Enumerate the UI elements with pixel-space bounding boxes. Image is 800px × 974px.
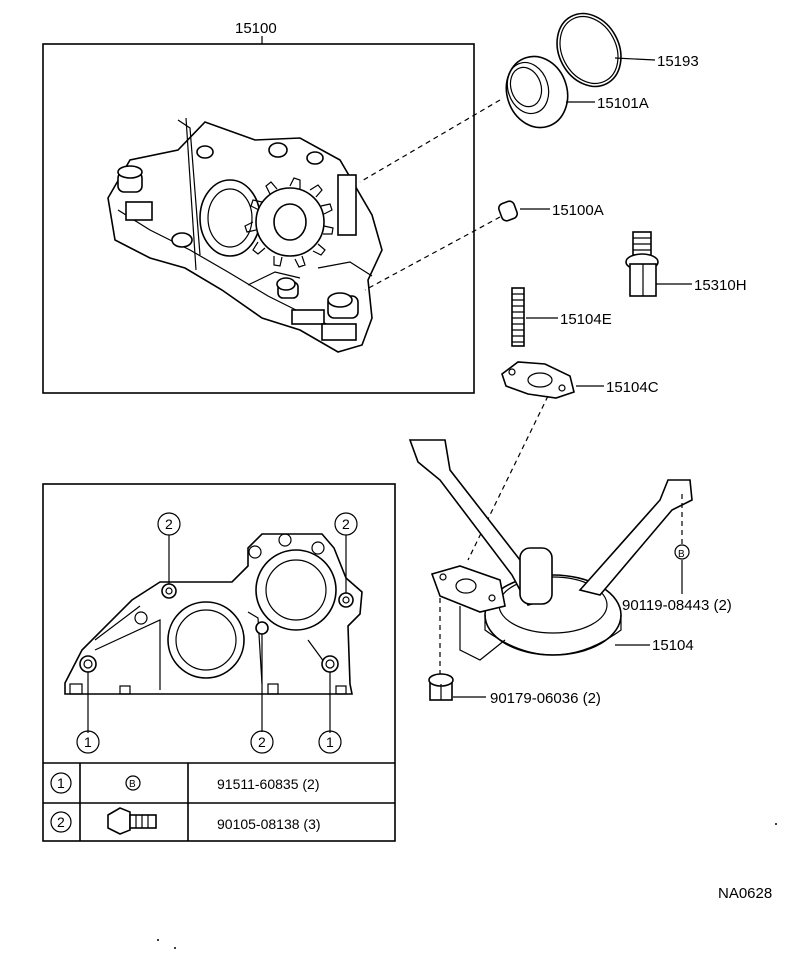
label-o-ring: 15101A	[597, 95, 649, 112]
marker-1-text-a: 1	[84, 734, 92, 750]
marker-2-text-b: 2	[342, 516, 350, 532]
label-strainer: 15104	[652, 637, 694, 654]
oil-seal-drawing	[505, 55, 569, 129]
bolt-icon	[107, 807, 157, 835]
stud-drawing	[511, 287, 525, 347]
marker-2-top-left: 2	[157, 512, 181, 536]
marker-1-bottom-right: 1	[318, 730, 342, 754]
marker-1-text-b: 1	[326, 734, 334, 750]
marker-2-text-c: 2	[258, 734, 266, 750]
marker-1-bottom-left: 1	[76, 730, 100, 754]
label-pin: 15100A	[552, 202, 604, 219]
marker-b-strainer: B	[674, 544, 690, 560]
marker-2-bottom-middle: 2	[250, 730, 274, 754]
gasket-drawing	[501, 361, 575, 399]
table-row: 1 B 91511-60835 (2)	[50, 772, 319, 794]
nut-drawing	[428, 673, 454, 701]
label-oil-seal: 15193	[657, 53, 699, 70]
pin-drawing	[498, 200, 518, 222]
row-1-part: 91511-60835 (2)	[217, 776, 319, 792]
row-1-symbol: B	[129, 779, 136, 790]
marker-2-top-right: 2	[334, 512, 358, 536]
table-row: 2 90105-08138 (3)	[50, 807, 321, 835]
oil-strainer-drawing	[408, 439, 693, 661]
drive-gear-drawing	[244, 177, 334, 268]
label-gasket: 15104C	[606, 379, 659, 396]
oil-pump-body-drawing	[107, 117, 383, 353]
label-pump-assembly: 15100	[235, 20, 277, 37]
row-2-part: 90105-08138 (3)	[217, 816, 321, 832]
marker-2-text-a: 2	[165, 516, 173, 532]
label-stud: 15104E	[560, 311, 612, 328]
drawing-id: NA0628	[718, 885, 772, 902]
row-1-key: 1	[57, 775, 65, 791]
marker-b-text: B	[678, 549, 685, 560]
bolt-location-box	[42, 483, 396, 842]
pump-assembly-box	[42, 43, 475, 394]
label-nut: 90179-06036 (2)	[490, 690, 601, 707]
label-relief-plug: 15310H	[694, 277, 747, 294]
relief-plug-drawing	[625, 231, 659, 297]
o-ring-drawing	[556, 12, 622, 88]
pump-front-view-drawing	[64, 533, 363, 695]
row-2-key: 2	[57, 814, 65, 830]
label-strainer-bolt: 90119-08443 (2)	[622, 597, 732, 614]
